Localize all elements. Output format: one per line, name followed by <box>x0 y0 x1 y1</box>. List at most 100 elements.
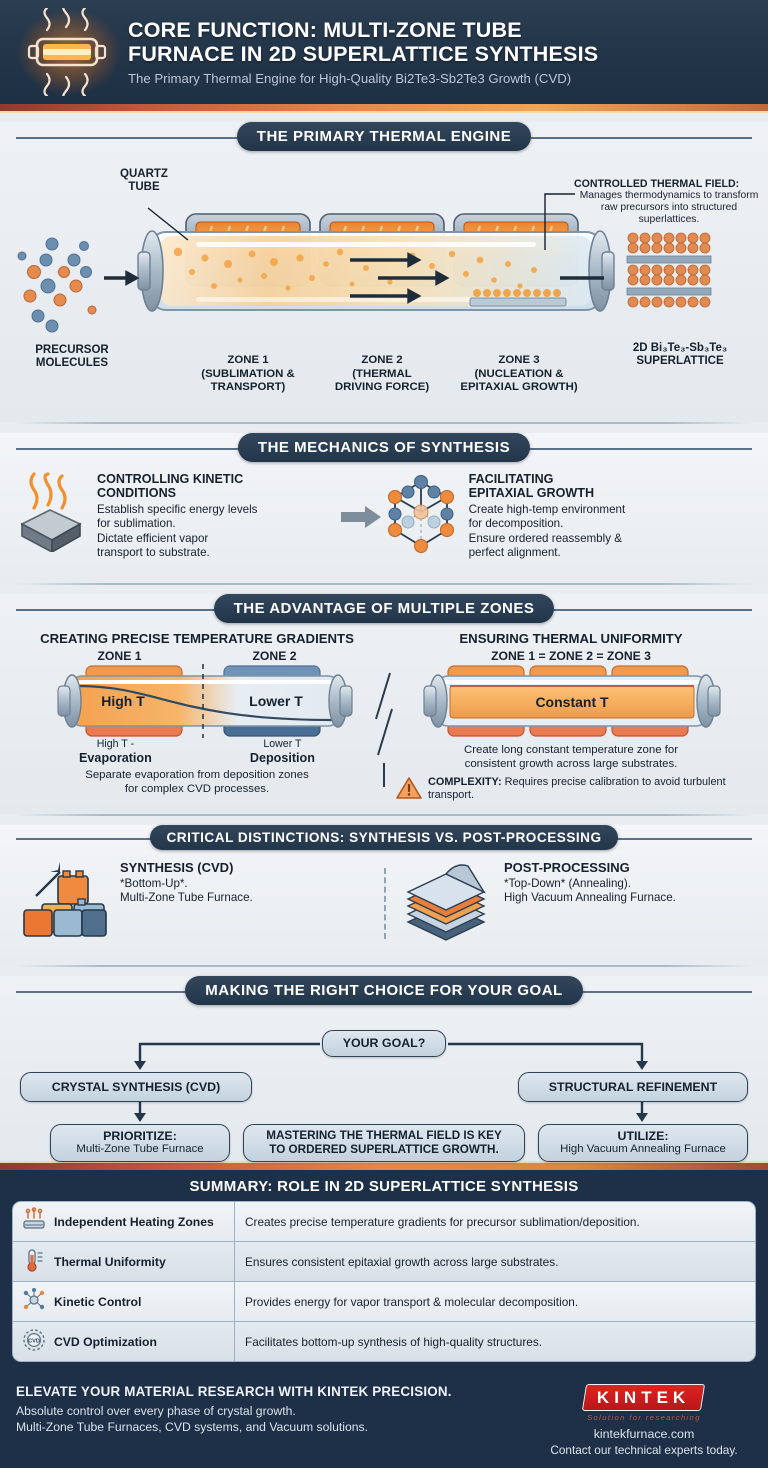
advantage-right: ENSURING THERMAL UNIFORMITY ZONE 1 = ZON… <box>384 631 758 805</box>
footer-website-url[interactable]: kintekfurnace.com <box>593 1427 695 1441</box>
uniform-tube-graphic: Constant T <box>423 665 721 737</box>
mech-left-body-3: Dictate efficient vapor <box>97 531 209 545</box>
advantage-row: CREATING PRECISE TEMPERATURE GRADIENTS Z… <box>0 627 768 805</box>
summary-title: SUMMARY: ROLE IN 2D SUPERLATTICE SYNTHES… <box>189 1178 579 1195</box>
summary-accent-rule <box>0 1163 768 1170</box>
decision-leaf-right[interactable]: UTILIZE: High Vacuum Annealing Furnace <box>538 1124 748 1162</box>
mechanics-left-body: Establish specific energy levels for sub… <box>97 503 257 561</box>
evaporation-sub: High T - <box>96 738 135 750</box>
synthesis-text: SYNTHESIS (CVD) *Bottom-Up*. Multi-Zone … <box>120 860 253 906</box>
complexity-text: Requires precise calibration to avoid tu… <box>428 776 726 802</box>
uniformity-caption: Create long constant temperature zone fo… <box>390 743 752 771</box>
precursor-label-line2: MOLECULES <box>35 357 109 370</box>
gradient-zone2-label: ZONE 2 <box>252 649 297 663</box>
callout-title: CONTROLLED THERMAL FIELD: <box>574 178 740 190</box>
label-quartz-tube: QUARTZ TUBE <box>104 168 184 194</box>
zone-1-name: ZONE 1 <box>227 354 269 366</box>
tube-furnace-heat-icon <box>14 0 120 105</box>
section-multiple-zones: THE ADVANTAGE OF MULTIPLE ZONES CREATING… <box>0 594 768 814</box>
divider-3 <box>14 814 754 816</box>
center-message-line1: MASTERING THE THERMAL FIELD IS KEY <box>266 1128 502 1142</box>
mechanics-flow-arrow <box>340 472 382 528</box>
furnace-diagram <box>17 193 712 333</box>
summary-key-cell: Thermal Uniformity <box>13 1242 235 1281</box>
uniformity-caption-2: consistent growth across large substrate… <box>464 758 678 771</box>
complexity-warning-text: COMPLEXITY: Requires precise calibration… <box>428 776 746 802</box>
quartz-label-line2: TUBE <box>128 181 160 194</box>
divider-4 <box>14 965 754 967</box>
table-row: Thermal Uniformity Ensures consistent ep… <box>13 1242 755 1282</box>
mech-left-body-2: for sublimation. <box>97 517 176 531</box>
banner-mechanics: THE MECHANICS OF SYNTHESIS <box>237 433 531 462</box>
decision-branch-right[interactable]: STRUCTURAL REFINEMENT <box>518 1072 748 1102</box>
banner-thermal-engine-wrap: THE PRIMARY THERMAL ENGINE <box>0 122 768 151</box>
gradients-caption-2: for complex CVD processes. <box>124 782 270 795</box>
mech-right-title-1: FACILITATING <box>468 472 554 486</box>
table-row: CVD CVD Optimization Facilitates bottom-… <box>13 1322 755 1361</box>
footer-headline: ELEVATE YOUR MATERIAL RESEARCH WITH KINT… <box>16 1384 452 1399</box>
zone-label-1: ZONE 1 (SUBLIMATION & TRANSPORT) <box>182 354 314 395</box>
mechanics-right: FACILITATING EPITAXIAL GROWTH Create hig… <box>382 472 752 565</box>
uniformity-subheading: ZONE 1 = ZONE 2 = ZONE 3 <box>491 649 651 663</box>
mechanics-right-text: FACILITATING EPITAXIAL GROWTH Create hig… <box>469 472 626 561</box>
gradient-zone1-label: ZONE 1 <box>97 649 142 663</box>
mech-right-title-2: EPITAXIAL GROWTH <box>468 486 595 501</box>
distinction-post-processing: POST-PROCESSING *Top-Down* (Annealing). … <box>384 860 754 947</box>
svg-text:CVD: CVD <box>28 1339 40 1345</box>
left-branch-label: CRYSTAL SYNTHESIS (CVD) <box>51 1079 221 1094</box>
quartz-label-line1: QUARTZ <box>120 168 168 180</box>
footer-line-2: Multi-Zone Tube Furnaces, CVD systems, a… <box>16 1420 369 1435</box>
mech-left-title-1: CONTROLLING KINETIC <box>97 472 244 486</box>
footer-copy: ELEVATE YOUR MATERIAL RESEARCH WITH KINT… <box>16 1384 536 1435</box>
zone-3-name: ZONE 3 <box>498 354 540 366</box>
mech-right-body-2: for decomposition. <box>468 517 564 531</box>
section-decision-flow: MAKING THE RIGHT CHOICE FOR YOUR GOAL YO… <box>0 976 768 1162</box>
divider-1 <box>14 422 754 424</box>
banner-right-choice: MAKING THE RIGHT CHOICE FOR YOUR GOAL <box>185 976 583 1005</box>
distinction-synthesis: SYNTHESIS (CVD) *Bottom-Up*. Multi-Zone … <box>14 860 384 947</box>
svg-text:Lower T: Lower T <box>249 693 303 709</box>
kintek-logo-text: KINTEK <box>597 1388 691 1407</box>
summary-value-cell: Ensures consistent epitaxial growth acro… <box>245 1254 559 1269</box>
page-title-line2: FURNACE IN 2D SUPERLATTICE SYNTHESIS <box>128 41 599 66</box>
right-leaf-body: High Vacuum Annealing Furnace <box>560 1143 726 1156</box>
zone-2-name: ZONE 2 <box>361 354 403 366</box>
zone-3-desc-1: (NUCLEATION & <box>474 367 564 380</box>
zone-label-2: ZONE 2 (THERMAL DRIVING FORCE) <box>316 354 448 395</box>
precursor-label-line1: PRECURSOR <box>35 344 109 356</box>
gradient-tube-graphic: High T Lower T <box>57 664 353 738</box>
callout-body: Manages thermodynamics to transform raw … <box>579 190 759 226</box>
decision-branch-left[interactable]: CRYSTAL SYNTHESIS (CVD) <box>20 1072 252 1102</box>
svg-text:Constant T: Constant T <box>535 694 609 710</box>
mech-left-title-2: CONDITIONS <box>97 486 177 501</box>
decision-node-root[interactable]: YOUR GOAL? <box>322 1030 446 1057</box>
post-processing-text: POST-PROCESSING *Top-Down* (Annealing). … <box>504 860 676 906</box>
summary-key-cell: Independent Heating Zones <box>13 1202 235 1241</box>
mech-right-body-3: Ensure ordered reassembly & <box>468 531 622 545</box>
distinctions-row: SYNTHESIS (CVD) *Bottom-Up*. Multi-Zone … <box>0 854 768 947</box>
layered-stack-icon <box>398 860 494 947</box>
uniformity-heading: ENSURING THERMAL UNIFORMITY <box>459 631 683 646</box>
deposition-sub: Lower T <box>263 738 302 750</box>
summary-key-text: CVD Optimization <box>54 1334 157 1349</box>
kintek-logo[interactable]: KINTEK <box>582 1384 706 1411</box>
zone-label-3: ZONE 3 (NUCLEATION & EPITAXIAL GROWTH) <box>446 354 592 395</box>
section-slash-divider <box>370 667 398 792</box>
output-label-line2: SUPERLATTICE <box>636 355 724 368</box>
kintek-logo-tagline: Solution for researching <box>587 1413 701 1422</box>
zone-2-desc-2: DRIVING FORCE) <box>334 381 430 394</box>
mechanics-right-body: Create high-temp environment for decompo… <box>469 503 626 561</box>
header-accent-rule-thin <box>0 111 768 113</box>
gradients-heading: CREATING PRECISE TEMPERATURE GRADIENTS <box>40 631 354 646</box>
mech-right-body-4: perfect alignment. <box>468 546 561 560</box>
decision-leaf-left[interactable]: PRIORITIZE: Multi-Zone Tube Furnace <box>50 1124 230 1162</box>
zone-3-desc-2: EPITAXIAL GROWTH) <box>460 381 578 394</box>
banner-critical-distinctions: CRITICAL DISTINCTIONS: SYNTHESIS VS. POS… <box>150 825 618 850</box>
heated-block-icon <box>14 472 88 557</box>
post-processing-title: POST-PROCESSING <box>504 860 630 875</box>
banner-mechanics-wrap: THE MECHANICS OF SYNTHESIS <box>0 433 768 462</box>
summary-table: Independent Heating Zones Creates precis… <box>12 1201 756 1362</box>
gradients-caption: Separate evaporation from deposition zon… <box>16 768 378 796</box>
center-message-line2: TO ORDERED SUPERLATTICE GROWTH. <box>269 1143 499 1156</box>
synthesis-title: SYNTHESIS (CVD) <box>120 860 234 875</box>
